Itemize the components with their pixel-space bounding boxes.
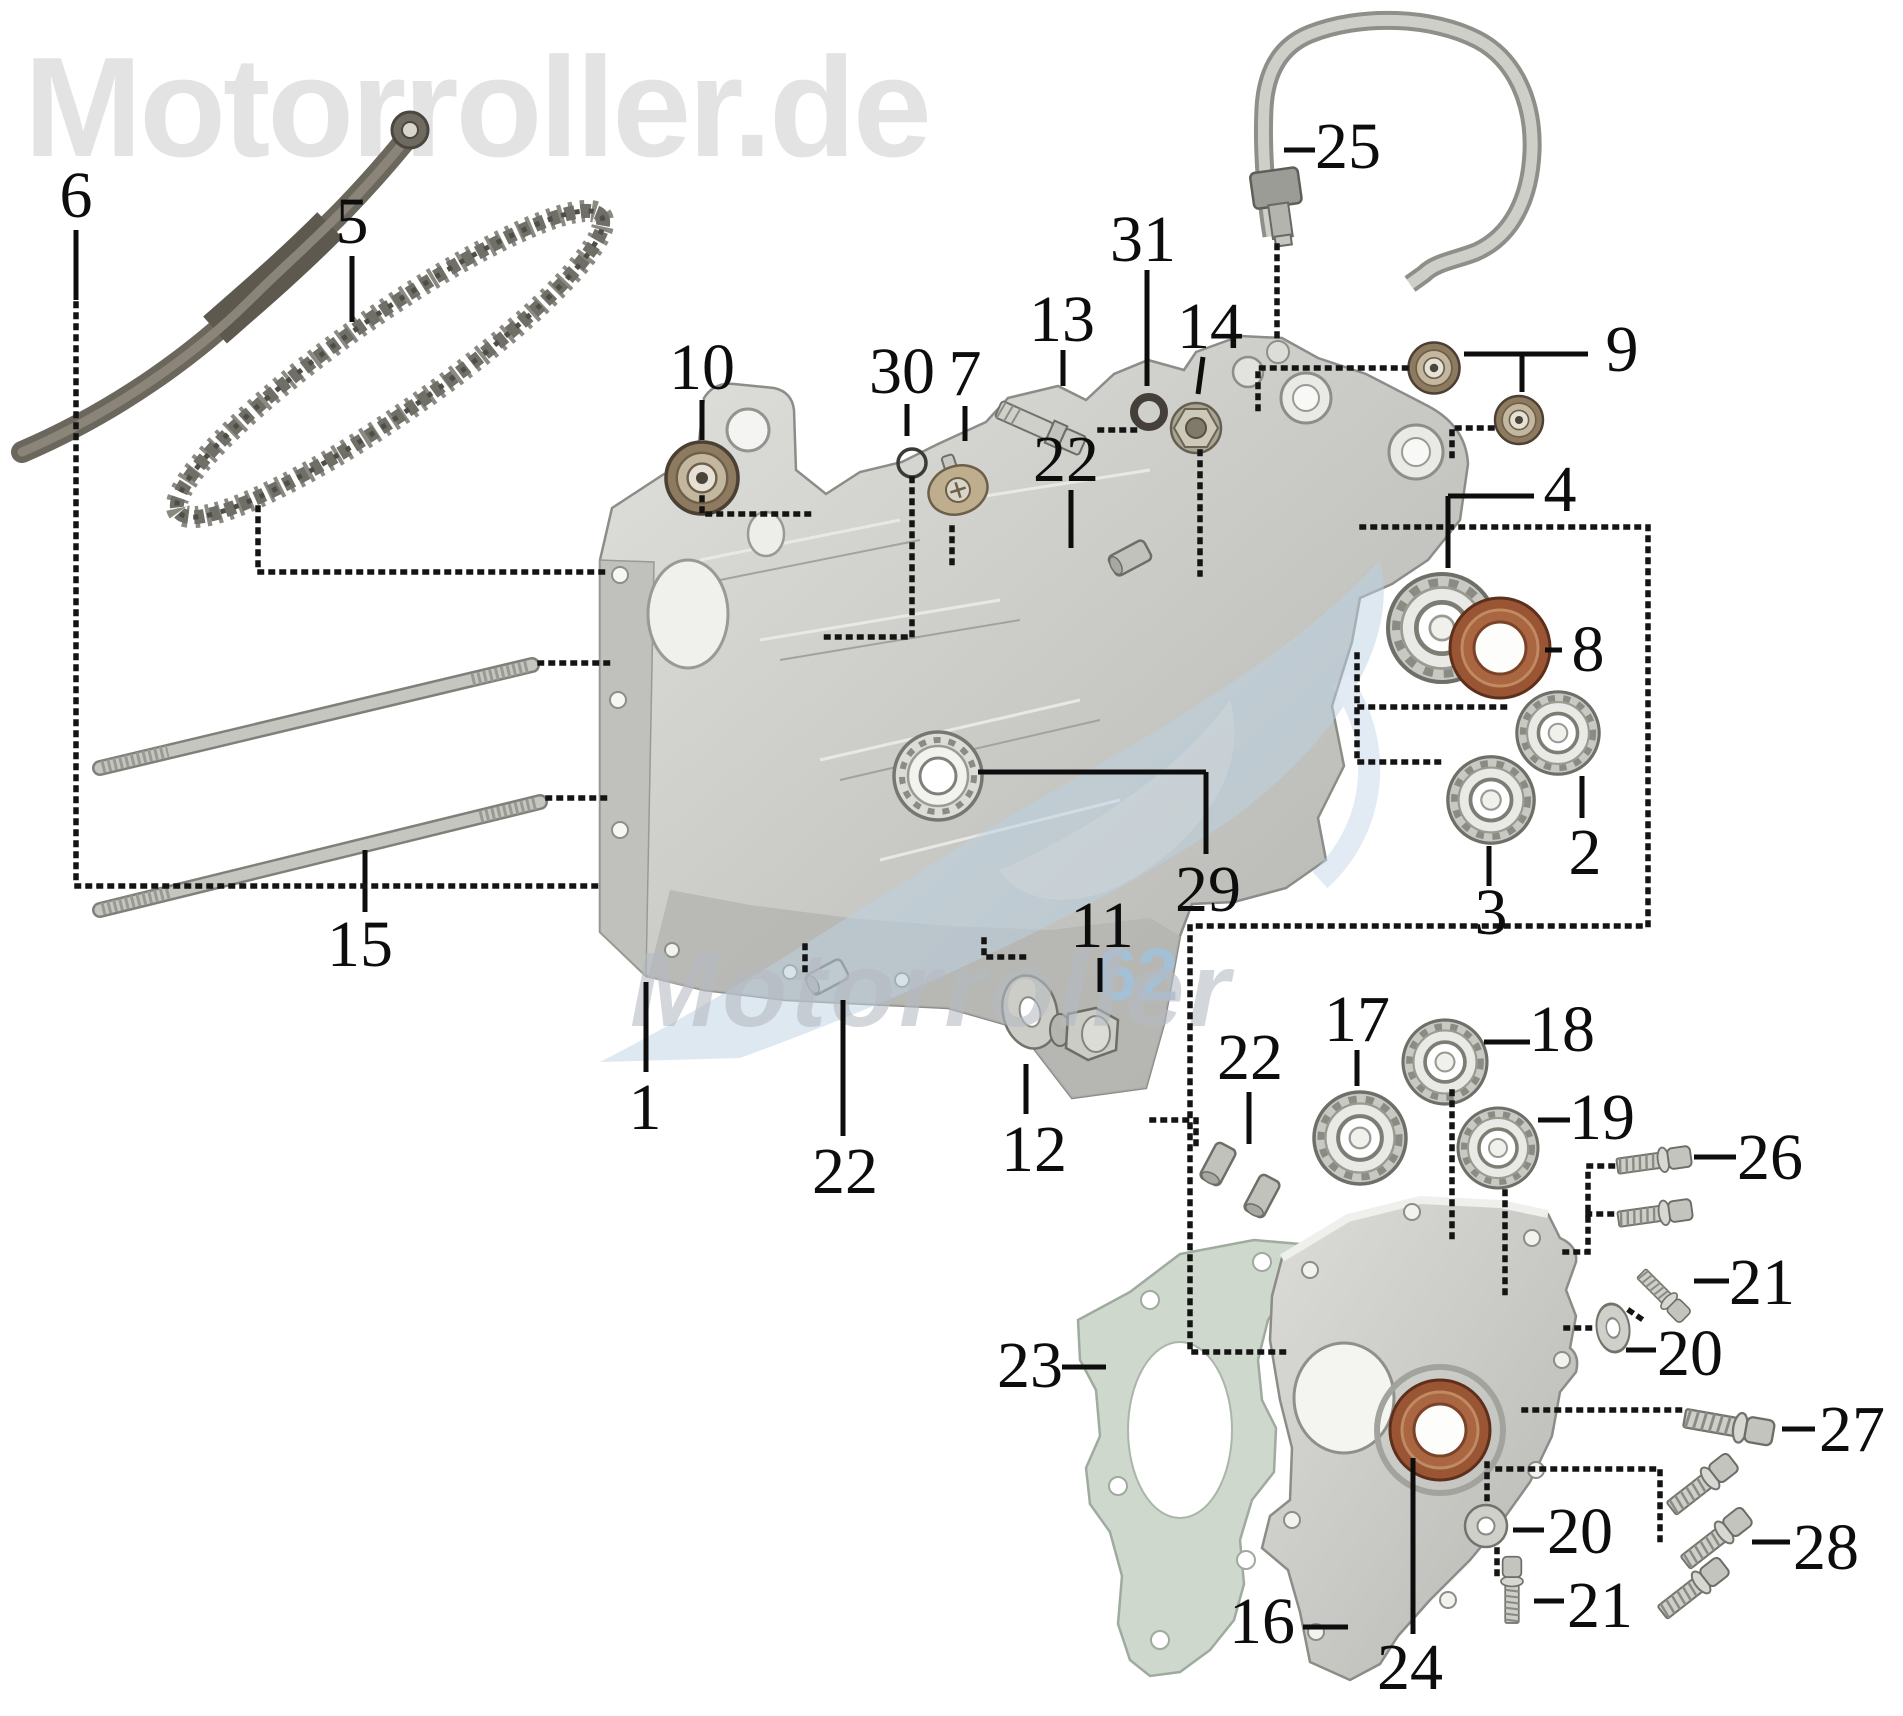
part-bearing-9b [1493,394,1545,446]
part-callout-15: 15 [327,908,393,981]
part-bearing-18 [1403,1020,1487,1104]
part-callout-1: 1 [628,1071,662,1144]
part-bolt-26b [1615,1195,1695,1233]
part-oil-seal-8 [1448,596,1552,700]
part-pipe-fitting [1249,166,1303,248]
part-nut-14 [1169,401,1223,455]
leader-lines-solid [73,147,1815,1634]
part-callout-22: 22 [1033,423,1099,496]
watermark-center-brand: Motorroller [630,931,1235,1049]
part-washer-20-upper [1595,1302,1631,1354]
part-callout-12: 12 [1001,1113,1067,1186]
part-callout-14: 14 [1177,290,1243,363]
part-callout-21: 21 [1567,1569,1633,1642]
part-screw-7 [927,453,989,516]
part-gasket-23 [1076,1238,1302,1678]
part-callout-29: 29 [1175,853,1241,926]
part-bearing-29 [892,730,984,822]
part-callout-3: 3 [1474,876,1508,949]
part-callout-25: 25 [1315,110,1381,183]
part-callout-30: 30 [869,335,935,408]
part-callout-20: 20 [1657,1317,1723,1390]
part-callout-27: 27 [1819,1393,1885,1466]
part-callout-21: 21 [1729,1246,1795,1319]
part-callout-18: 18 [1529,993,1595,1066]
part-bearing-10 [664,440,740,516]
part-bearing-9a [1407,341,1461,395]
leader-lines-dotted [73,243,1689,1579]
part-dowel-pin-22-right-b [1241,1171,1283,1221]
part-cylinder-studs [92,657,548,918]
watermark-top-brand: Motorroller.de [24,28,932,187]
part-cam-chain-guide [11,110,430,463]
part-bearing-2 [1517,692,1599,774]
part-callout-26: 26 [1737,1121,1803,1194]
part-callout-22: 22 [1217,1021,1283,1094]
part-callout-19: 19 [1569,1081,1635,1154]
part-callout-16: 16 [1229,1585,1295,1658]
part-callout-4: 4 [1543,453,1577,526]
part-bolt-28a [1662,1449,1743,1521]
part-callout-23: 23 [997,1329,1063,1402]
part-callout-13: 13 [1029,283,1095,356]
part-washer-20-lower [1463,1503,1509,1549]
part-callout-8: 8 [1571,613,1605,686]
part-dowel-pin-22-right-a [1197,1139,1239,1189]
part-callout-17: 17 [1324,983,1390,1056]
part-callout-22: 22 [812,1135,878,1208]
part-crankcase [598,334,1470,1100]
watermark-center-badge: 62 [1096,933,1178,1016]
part-oring-31 [1130,393,1168,431]
part-callout-6: 6 [59,159,93,232]
part-callout-5: 5 [335,185,369,258]
part-callout-28: 28 [1793,1511,1859,1584]
part-bearing-17 [1314,1092,1406,1184]
part-timing-chain [165,199,615,529]
part-callout-24: 24 [1377,1631,1443,1704]
part-bearing-3 [1448,757,1534,843]
part-bolt-21-lower [1499,1555,1525,1625]
part-callout-11: 11 [1070,889,1134,962]
part-oil-pipe-25 [1249,10,1542,292]
watermark-center-logo [600,560,1384,1062]
part-callout-2: 2 [1568,816,1602,889]
hanger-hole [725,407,771,453]
part-callout-7: 7 [948,337,982,410]
part-drain-bolt-12 [1049,1006,1120,1062]
part-bearing-19 [1458,1108,1538,1188]
part-oil-seal-24 [1388,1378,1492,1482]
part-bolt-27 [1680,1401,1778,1450]
part-callout-9: 9 [1605,313,1639,386]
part-callout-10: 10 [669,331,735,404]
part-callout-20: 20 [1547,1495,1613,1568]
part-callout-31: 31 [1110,203,1176,276]
part-bolt-13 [994,400,1087,456]
part-washer-11 [1001,974,1059,1050]
